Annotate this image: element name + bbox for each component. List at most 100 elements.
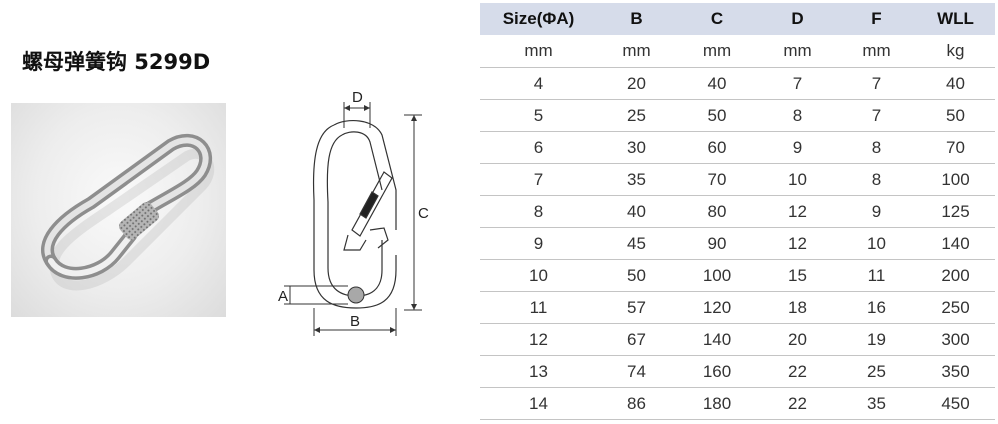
table-cell: 90 bbox=[676, 227, 758, 260]
table-cell: 10 bbox=[758, 163, 837, 196]
table-cell: 57 bbox=[597, 291, 676, 324]
table-cell: 8 bbox=[837, 163, 916, 196]
table-cell: 80 bbox=[676, 195, 758, 228]
table-cell: 19 bbox=[837, 323, 916, 356]
table-cell: 67 bbox=[597, 323, 676, 356]
table-cell: 60 bbox=[676, 131, 758, 164]
table-cell: 18 bbox=[758, 291, 837, 324]
table-cell: 12 bbox=[758, 227, 837, 260]
table-cell: 9 bbox=[480, 227, 597, 260]
table-cell: 50 bbox=[916, 99, 995, 132]
table-cell: 15 bbox=[758, 259, 837, 292]
table-cell: 25 bbox=[597, 99, 676, 132]
table-cell: 70 bbox=[676, 163, 758, 196]
unit-cell: mm bbox=[676, 35, 758, 68]
table-cell: 5 bbox=[480, 99, 597, 132]
table-cell: 14 bbox=[480, 387, 597, 420]
table-cell: 40 bbox=[916, 67, 995, 100]
unit-cell: mm bbox=[758, 35, 837, 68]
unit-cell: mm bbox=[480, 35, 597, 68]
column-header: C bbox=[676, 3, 758, 35]
table-cell: 12 bbox=[480, 323, 597, 356]
product-title: 螺母弹簧钩 5299D bbox=[22, 50, 211, 74]
table-cell: 35 bbox=[597, 163, 676, 196]
table-cell: 8 bbox=[758, 99, 837, 132]
table-cell: 100 bbox=[676, 259, 758, 292]
table-cell: 40 bbox=[676, 67, 758, 100]
table-cell: 7 bbox=[837, 99, 916, 132]
technical-drawing: D C A B bbox=[274, 80, 434, 340]
table-cell: 100 bbox=[916, 163, 995, 196]
table-cell: 160 bbox=[676, 355, 758, 388]
table-cell: 25 bbox=[837, 355, 916, 388]
table-cell: 120 bbox=[676, 291, 758, 324]
table-cell: 12 bbox=[758, 195, 837, 228]
table-cell: 10 bbox=[480, 259, 597, 292]
table-cell: 30 bbox=[597, 131, 676, 164]
table-cell: 13 bbox=[480, 355, 597, 388]
table-cell: 7 bbox=[837, 67, 916, 100]
column-header: Size(ΦA) bbox=[480, 3, 597, 35]
table-cell: 6 bbox=[480, 131, 597, 164]
table-cell: 74 bbox=[597, 355, 676, 388]
table-cell: 8 bbox=[480, 195, 597, 228]
table-cell: 4 bbox=[480, 67, 597, 100]
table-cell: 70 bbox=[916, 131, 995, 164]
table-cell: 35 bbox=[837, 387, 916, 420]
table-cell: 50 bbox=[676, 99, 758, 132]
table-cell: 16 bbox=[837, 291, 916, 324]
column-header: B bbox=[597, 3, 676, 35]
table-cell: 11 bbox=[837, 259, 916, 292]
table-cell: 45 bbox=[597, 227, 676, 260]
table-cell: 140 bbox=[916, 227, 995, 260]
unit-cell: kg bbox=[916, 35, 995, 68]
dim-label-c: C bbox=[418, 205, 429, 222]
column-header: F bbox=[837, 3, 916, 35]
table-cell: 9 bbox=[837, 195, 916, 228]
table-cell: 10 bbox=[837, 227, 916, 260]
unit-cell: mm bbox=[837, 35, 916, 68]
table-cell: 50 bbox=[597, 259, 676, 292]
table-cell: 125 bbox=[916, 195, 995, 228]
table-cell: 20 bbox=[597, 67, 676, 100]
table-cell: 40 bbox=[597, 195, 676, 228]
table-cell: 22 bbox=[758, 355, 837, 388]
table-cell: 140 bbox=[676, 323, 758, 356]
carabiner-photo-illustration bbox=[41, 133, 215, 291]
table-cell: 8 bbox=[837, 131, 916, 164]
table-cell: 300 bbox=[916, 323, 995, 356]
unit-cell: mm bbox=[597, 35, 676, 68]
table-cell: 20 bbox=[758, 323, 837, 356]
dim-label-d: D bbox=[352, 89, 363, 106]
table-cell: 11 bbox=[480, 291, 597, 324]
table-cell: 180 bbox=[676, 387, 758, 420]
dim-label-b: B bbox=[350, 313, 360, 330]
table-cell: 450 bbox=[916, 387, 995, 420]
product-photo bbox=[11, 103, 226, 317]
table-cell: 86 bbox=[597, 387, 676, 420]
table-cell: 9 bbox=[758, 131, 837, 164]
table-cell: 7 bbox=[758, 67, 837, 100]
table-cell: 22 bbox=[758, 387, 837, 420]
table-cell: 250 bbox=[916, 291, 995, 324]
dim-label-a: A bbox=[278, 288, 288, 305]
table-cell: 200 bbox=[916, 259, 995, 292]
column-header: WLL bbox=[916, 3, 995, 35]
table-cell: 7 bbox=[480, 163, 597, 196]
